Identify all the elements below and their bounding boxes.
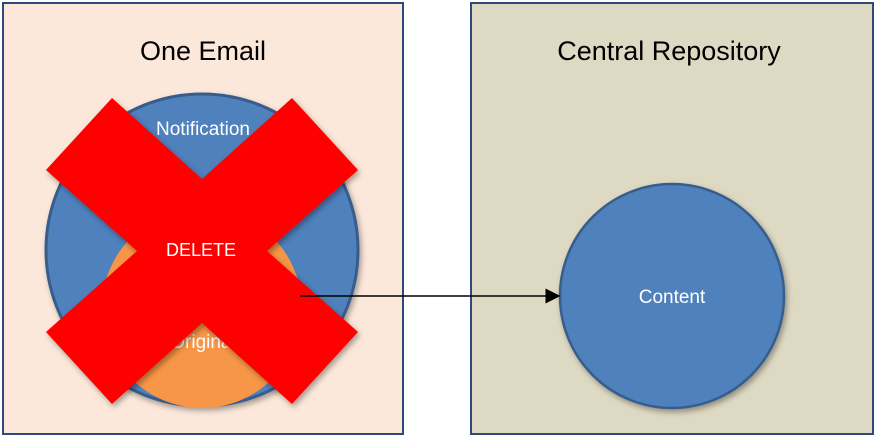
right-panel-title: Central Repository (557, 36, 781, 66)
notification-circle-label: Notification (156, 119, 250, 140)
right-panel: Central Repository Content (470, 2, 874, 435)
content-circle-label: Content (639, 287, 706, 308)
left-panel-title: One Email (140, 36, 266, 66)
red-x-icon (46, 98, 358, 404)
left-panel: One Email Notification Original DELETE (2, 2, 404, 435)
delete-label: DELETE (166, 240, 236, 260)
